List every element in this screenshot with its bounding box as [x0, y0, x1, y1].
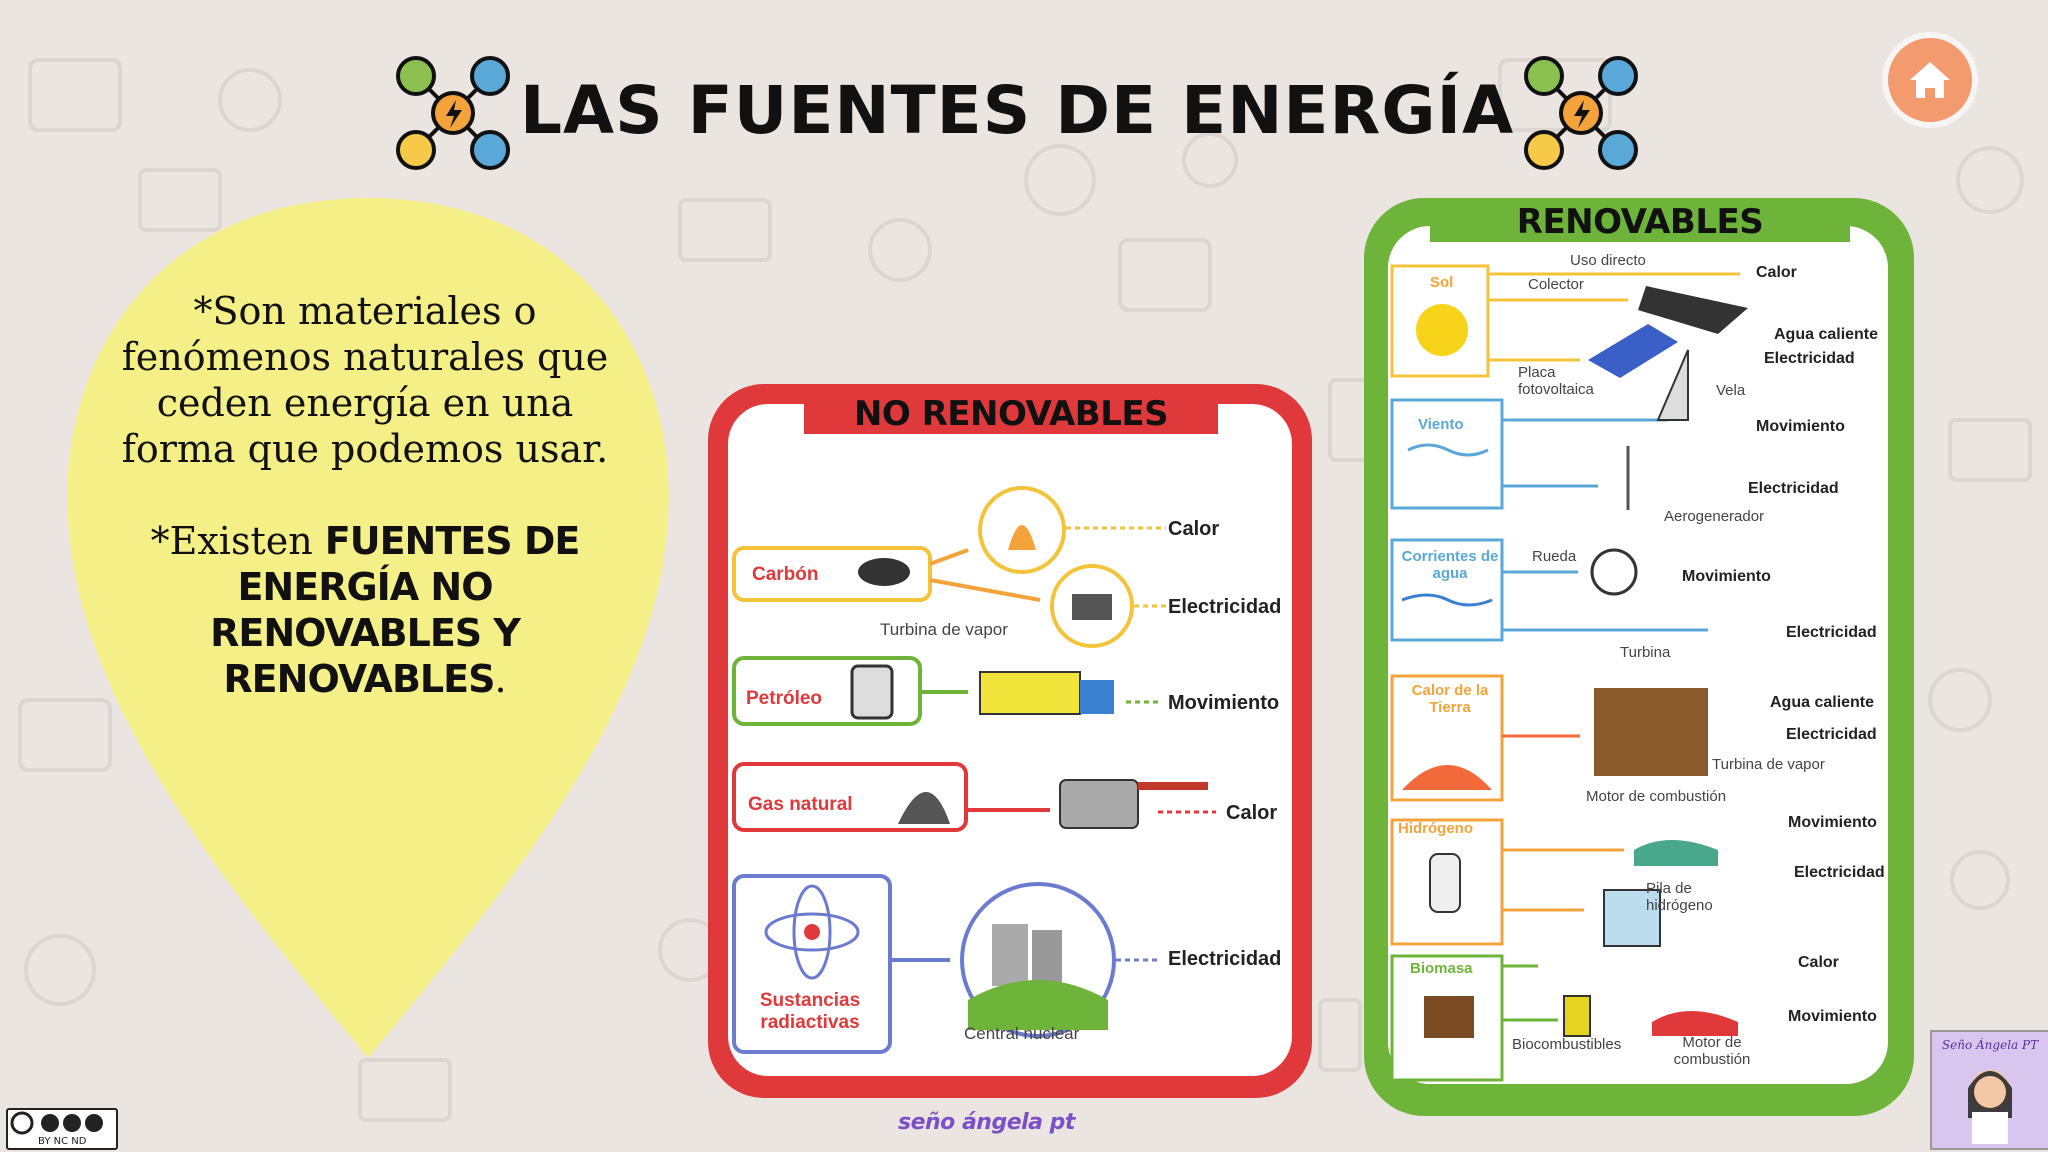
caption-aerogenerador: Aerogenerador [1664, 508, 1765, 525]
caption-placa: Placa fotovoltaica [1518, 364, 1594, 398]
home-button[interactable] [1888, 38, 1972, 122]
output-hidrogeno-movimiento: Movimiento [1788, 814, 1877, 831]
caption-colector: Colector [1528, 276, 1584, 293]
license-text: BY NC ND [38, 1136, 87, 1147]
output-sol-electricidad: Electricidad [1764, 350, 1855, 367]
renovables-diagram [1390, 264, 1748, 1082]
output-electricidad-nuclear: Electricidad [1168, 948, 1282, 970]
sources-line: *Existen FUENTES DE ENERGÍA NO RENOVABLE… [150, 519, 581, 701]
source-corrientes-agua: Corrientes de agua [1401, 548, 1499, 582]
output-calor-carbon: Calor [1168, 518, 1220, 540]
output-tierra-electricidad: Electricidad [1786, 726, 1877, 743]
caption-motor-combustion-2: Motor de combustión [1673, 1034, 1751, 1068]
source-gas-natural: Gas natural [748, 794, 853, 815]
avatar-icon [1968, 1070, 2012, 1144]
caption-motor-combustion: Motor de combustión [1586, 788, 1727, 805]
output-agua-movimiento: Movimiento [1682, 568, 1771, 585]
caption-turbina: Turbina [1620, 644, 1671, 661]
cc-icon [10, 1111, 103, 1135]
output-hidrogeno-electricidad: Electricidad [1794, 864, 1885, 881]
source-viento: Viento [1418, 416, 1464, 433]
caption-turbina-vapor: Turbina de vapor [880, 620, 1008, 639]
definition-drop-shape [67, 198, 669, 1058]
caption-vela: Vela [1716, 382, 1746, 399]
source-petroleo: Petróleo [746, 688, 823, 709]
output-agua-electricidad: Electricidad [1786, 624, 1877, 641]
author-footer: seño ángela pt [898, 1110, 1075, 1135]
cc-license-badge[interactable]: BY NC ND [6, 1108, 118, 1150]
caption-uso-directo: Uso directo [1570, 252, 1646, 269]
caption-biocombustibles: Biocombustibles [1512, 1036, 1622, 1053]
caption-central-nuclear: Central nuclear [964, 1024, 1080, 1043]
output-sol-calor: Calor [1756, 264, 1797, 281]
no-renovables-title: NO RENOVABLES [804, 394, 1218, 434]
caption-rueda: Rueda [1532, 548, 1577, 565]
output-viento-electricidad: Electricidad [1748, 480, 1839, 497]
source-hidrogeno: Hidrógeno [1398, 820, 1473, 837]
definition-line: *Son materiales o fenómenos naturales qu… [121, 289, 609, 471]
source-biomasa: Biomasa [1410, 960, 1473, 977]
sources-bold: FUENTES DE ENERGÍA NO RENOVABLES Y RENOV… [210, 519, 580, 701]
output-biomasa-movimiento: Movimiento [1788, 1008, 1877, 1025]
output-electricidad-carbon: Electricidad [1168, 596, 1282, 618]
energy-icon-cluster-right [1524, 56, 1638, 170]
output-calor-gas: Calor [1226, 802, 1278, 824]
source-carbon: Carbón [752, 564, 819, 585]
definition-text: *Son materiales o fenómenos naturales qu… [120, 288, 610, 702]
energy-icon-cluster-left [396, 56, 510, 170]
home-icon [1910, 62, 1950, 98]
output-movimiento: Movimiento [1168, 692, 1280, 714]
output-tierra-agua: Agua caliente [1770, 694, 1875, 711]
caption-pila-hidrogeno: Pila de hidrógeno [1646, 880, 1713, 914]
output-viento-movimiento: Movimiento [1756, 418, 1845, 435]
page-title: LAS FUENTES DE ENERGÍA [520, 72, 1515, 149]
renovables-title: RENOVABLES [1430, 200, 1850, 242]
source-radiactivas: Sustancias radiactivas [759, 990, 861, 1033]
source-calor-tierra: Calor de la Tierra [1411, 682, 1489, 716]
output-sol-agua: Agua caliente [1774, 326, 1879, 343]
output-biomasa-calor: Calor [1798, 954, 1839, 971]
source-sol: Sol [1430, 274, 1454, 291]
caption-turbina-vapor-renov: Turbina de vapor [1712, 756, 1825, 773]
avatar-name: Seño Ángela PT [1941, 1038, 2039, 1052]
no-renovables-diagram [732, 486, 1216, 1054]
author-avatar: Seño Ángela PT [1930, 1030, 2048, 1150]
